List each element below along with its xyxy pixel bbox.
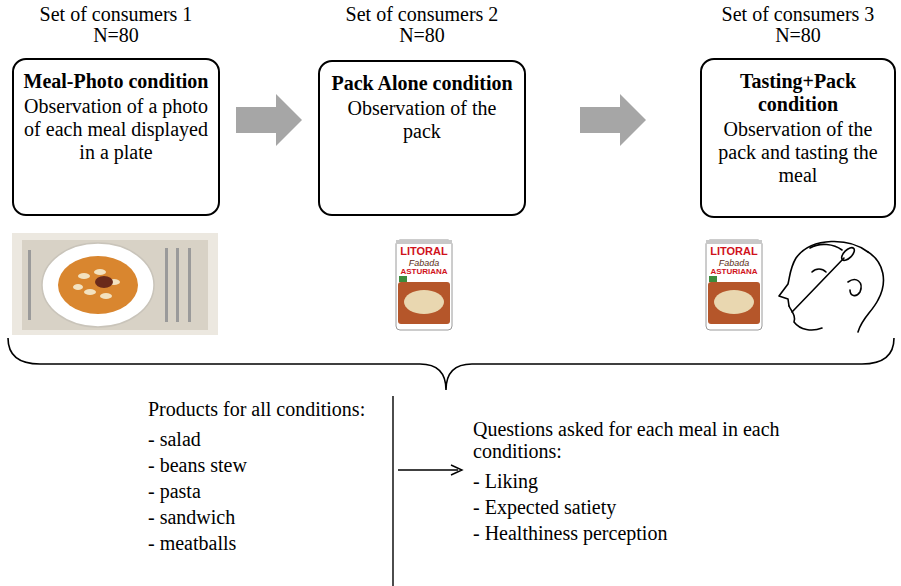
curly-bracket: [8, 338, 894, 390]
condition-title: Tasting+Pack condition: [710, 70, 886, 116]
condition-title: Pack Alone condition: [328, 72, 516, 95]
can-food-photo: [708, 282, 760, 324]
list-item: - meatballs: [148, 532, 388, 554]
can-rim: [396, 240, 452, 244]
placemat: [22, 240, 208, 330]
can-product: Fabada: [396, 259, 452, 268]
sausage: [95, 276, 113, 288]
consumer-group: Set of consumers 2N=80Pack Alone conditi…: [318, 4, 526, 46]
can-body: [396, 240, 452, 330]
sample-size: N=80: [318, 25, 526, 46]
consumer-group: Set of consumers 3N=80Tasting+Pack condi…: [700, 4, 896, 46]
plate: [42, 243, 154, 327]
condition-title: Meal-Photo condition: [22, 70, 210, 93]
can-badge: [399, 276, 407, 282]
block-arrow: [236, 94, 302, 146]
list-item: - beans stew: [148, 454, 388, 476]
tasting-face: [779, 241, 883, 332]
list-heading: Products for all conditions:: [148, 398, 388, 420]
can-product: ASTURIANA: [706, 268, 762, 276]
bean-stew: [58, 256, 138, 314]
group-heading: Set of consumers 2: [318, 4, 526, 25]
consumer-group: Set of consumers 1N=80Meal-Photo conditi…: [12, 4, 220, 46]
can-brand: LITORAL: [396, 246, 452, 257]
sample-size: N=80: [700, 25, 896, 46]
pointer-arrow: [398, 469, 458, 470]
can-brand: LITORAL: [706, 246, 762, 257]
list-item: - salad: [148, 428, 388, 450]
condition-box: Meal-Photo conditionObservation of a pho…: [12, 58, 220, 216]
condition-description: Observation of the pack: [328, 97, 516, 143]
spoon: [188, 248, 191, 322]
list-item: - pasta: [148, 480, 388, 502]
can-body: [706, 240, 762, 330]
list-heading: Questions asked for each meal in each co…: [473, 418, 873, 462]
block-arrow: [580, 94, 646, 146]
sample-size: N=80: [12, 25, 220, 46]
can-food-photo: [398, 282, 450, 324]
can-product: ASTURIANA: [396, 268, 452, 276]
photo-ground: [12, 233, 218, 335]
group-heading: Set of consumers 1: [12, 4, 220, 25]
fork: [165, 248, 168, 322]
can-rim: [706, 240, 762, 244]
group-heading: Set of consumers 3: [700, 4, 896, 25]
list-item: - Healthiness perception: [473, 522, 893, 544]
separator-line: [392, 396, 393, 586]
beans: [73, 269, 120, 299]
can-badge: [709, 276, 717, 282]
fork: [28, 250, 31, 320]
can-product: Fabada: [706, 259, 762, 268]
pointer-arrowhead: [451, 465, 462, 475]
condition-box: Tasting+Pack conditionObservation of the…: [700, 58, 896, 218]
condition-box: Pack Alone conditionObservation of the p…: [318, 60, 526, 216]
list-item: - sandwich: [148, 506, 388, 528]
can-beans: [404, 290, 444, 314]
knife: [176, 248, 179, 322]
list-item: - Liking: [473, 470, 893, 492]
list-item: - Expected satiety: [473, 496, 893, 518]
condition-description: Observation of the pack and tasting the …: [710, 118, 886, 187]
condition-description: Observation of a photo of each meal disp…: [22, 95, 210, 164]
can-beans: [714, 290, 754, 314]
